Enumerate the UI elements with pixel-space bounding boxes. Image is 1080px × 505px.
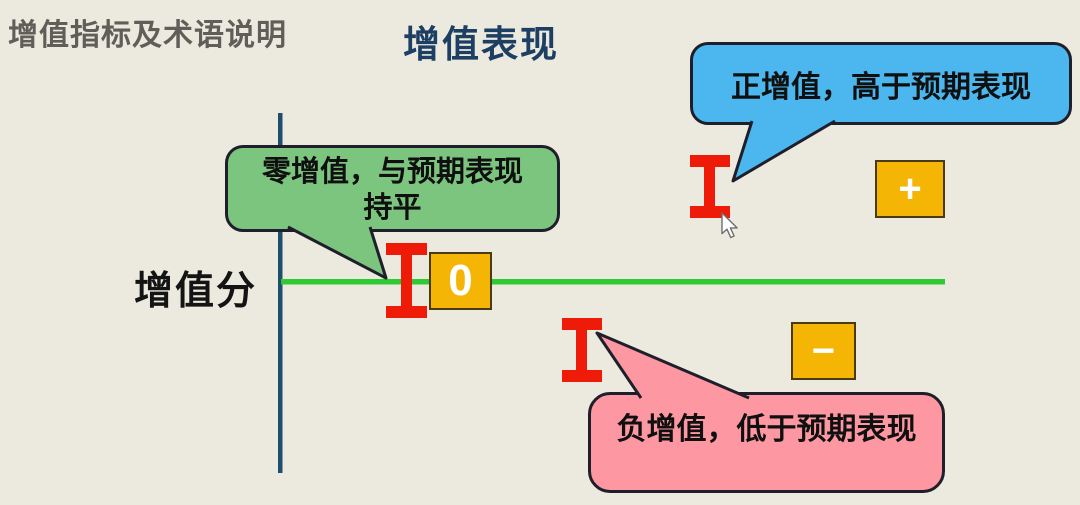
minus-marker-label: − [811, 328, 836, 373]
zero-marker-box: 0 [429, 252, 492, 310]
zero-marker-label: 0 [448, 256, 473, 305]
ibeam-marker-zero [386, 243, 427, 318]
plus-marker-box: + [875, 160, 945, 218]
zero-value-callout: 零增值，与预期表现 持平 [225, 145, 560, 232]
negative-value-callout-text: 负增值，低于预期表现 [616, 413, 917, 446]
ibeam-marker-negative [562, 318, 602, 382]
minus-marker-box: − [791, 322, 856, 380]
positive-value-callout: 正增值，高于预期表现 [690, 42, 1072, 125]
zero-axis-line [281, 279, 945, 285]
zero-value-callout-line1: 零增值，与预期表现 [261, 156, 523, 188]
zero-value-callout-line2: 持平 [363, 191, 422, 224]
section-title: 增值表现 [403, 24, 559, 65]
vertical-axis-line [278, 113, 283, 473]
positive-value-callout-text: 正增值，高于预期表现 [731, 70, 1031, 104]
ibeam-marker-positive [690, 155, 730, 218]
negative-value-callout: 负增值，低于预期表现 [588, 392, 945, 493]
axis-label: 增值分 [134, 270, 258, 313]
page-title: 增值指标及术语说明 [8, 19, 287, 52]
plus-marker-label: + [898, 166, 922, 211]
